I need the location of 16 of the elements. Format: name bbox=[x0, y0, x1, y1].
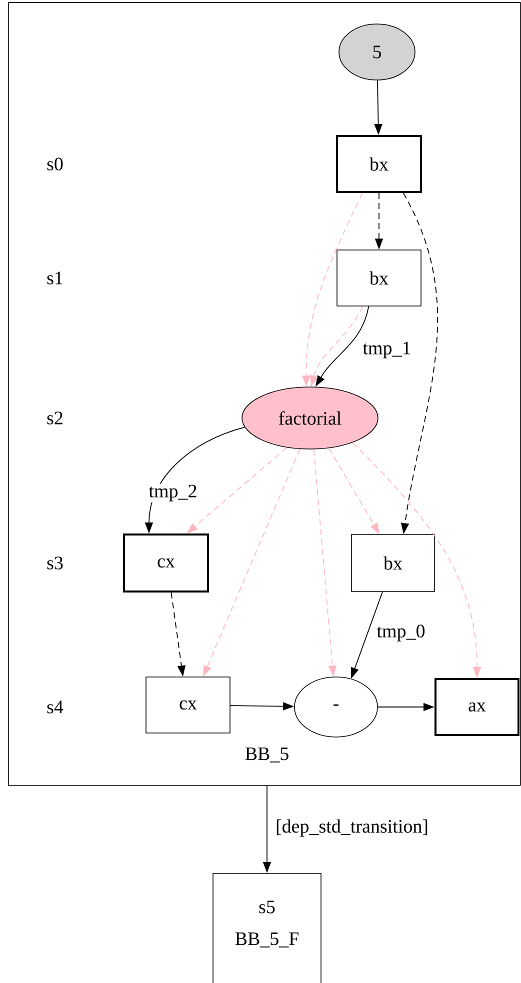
state-label: s3 bbox=[47, 556, 63, 570]
state-box: bx bbox=[336, 135, 422, 193]
state-box: bx bbox=[351, 534, 435, 592]
edge-label: [dep_std_transition] bbox=[274, 818, 430, 838]
state-box: cx bbox=[123, 534, 209, 592]
state-label: s4 bbox=[47, 700, 64, 714]
state-label: s2 bbox=[47, 412, 62, 424]
edge-label: tmp_2 bbox=[148, 484, 198, 502]
edge-label: tmp_1 bbox=[362, 340, 412, 360]
edge-label: tmp_0 bbox=[376, 624, 426, 642]
state-label: s0 bbox=[47, 158, 63, 170]
final-state-box: s5 BB_5_F bbox=[212, 873, 322, 983]
state-box: cx bbox=[146, 676, 230, 734]
state-box: bx bbox=[336, 250, 422, 306]
state-box: ax bbox=[434, 678, 520, 736]
state-label: s1 bbox=[47, 272, 62, 284]
